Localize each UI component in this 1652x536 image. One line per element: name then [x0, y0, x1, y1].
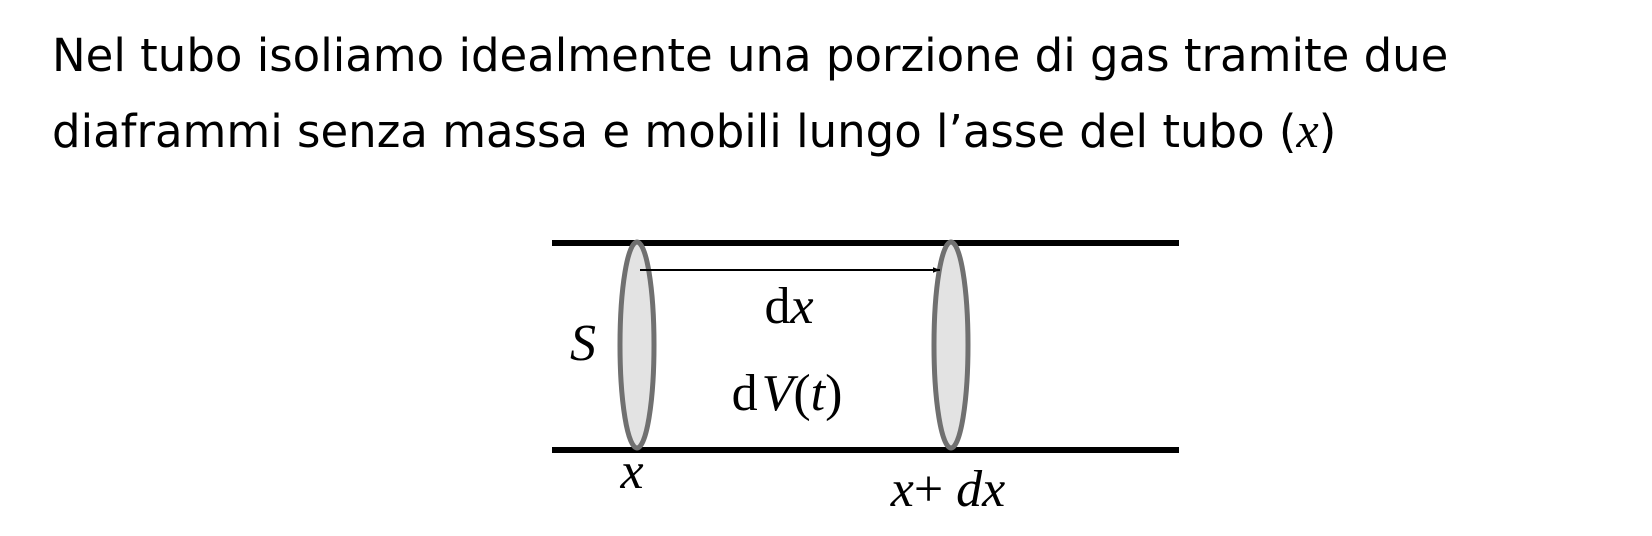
- right-position-label: x+ dx: [890, 461, 1006, 518]
- right-diaphragm: [931, 239, 971, 451]
- length-label: dx: [764, 278, 813, 335]
- intro-line-1: Nel tubo isoliamo idealmente una porzion…: [52, 29, 1449, 82]
- length-label-prefix: d: [764, 278, 790, 335]
- left-position-label: x: [619, 443, 643, 500]
- right-position-label-var2: dx: [956, 461, 1005, 518]
- intro-text: Nel tubo isoliamo idealmente una porzion…: [52, 18, 1642, 169]
- surface-label-text: S: [570, 315, 596, 372]
- length-label-variable: x: [789, 278, 813, 335]
- right-position-label-var1: x: [890, 461, 914, 518]
- left-position-label-text: x: [619, 443, 643, 500]
- intro-line-2-text: diaframmi senza massa e mobili lungo l’a…: [52, 105, 1297, 158]
- surface-label: S: [570, 315, 596, 372]
- volume-label: dV(t): [732, 365, 843, 422]
- intro-line-2-variable: x: [1296, 102, 1319, 158]
- volume-label-close-paren: ): [825, 365, 842, 422]
- volume-label-variable: V: [762, 365, 799, 422]
- volume-label-argument: t: [811, 365, 827, 422]
- volume-label-open-paren: (: [793, 365, 810, 422]
- volume-label-prefix: d: [732, 365, 758, 422]
- right-position-label-plus: +: [914, 461, 956, 518]
- left-diaphragm: [617, 239, 657, 451]
- intro-line-2-close: ): [1318, 105, 1337, 158]
